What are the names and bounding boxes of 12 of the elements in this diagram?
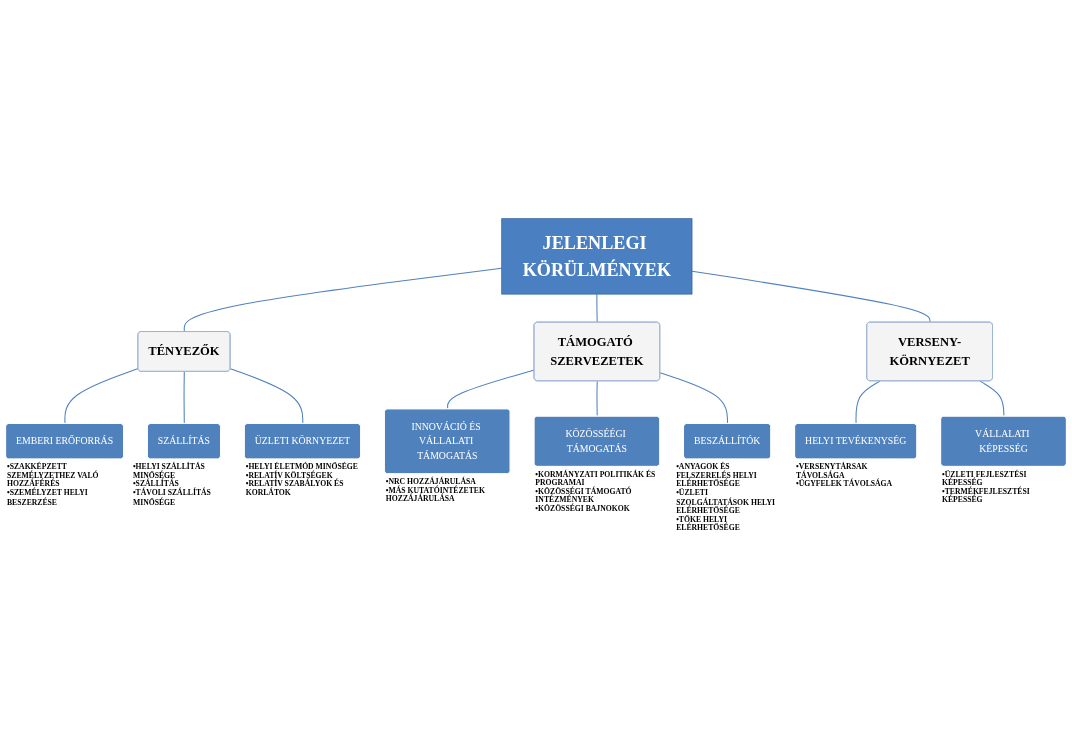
connector <box>596 380 598 417</box>
connector <box>183 371 185 425</box>
node-box: JELENLEGI KÖRÜLMÉNYEK <box>501 218 693 295</box>
connector <box>229 368 304 425</box>
connector <box>183 267 503 333</box>
connector <box>855 380 881 425</box>
connector <box>691 270 931 323</box>
connector <box>64 368 139 425</box>
connector <box>979 380 1005 417</box>
connector <box>596 293 598 323</box>
connector <box>659 372 729 425</box>
connector <box>447 369 535 410</box>
